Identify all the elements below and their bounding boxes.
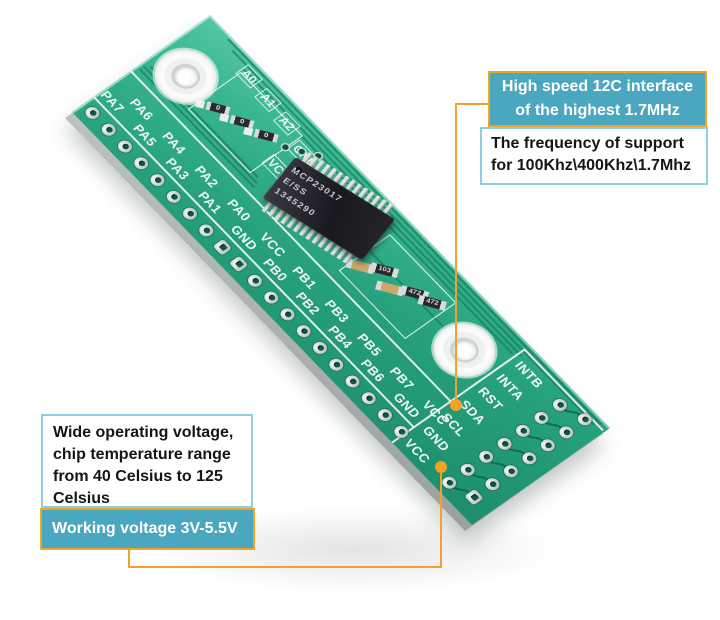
i2c-pin-column: SDA xyxy=(455,394,547,483)
leader-line-i2c xyxy=(455,103,488,105)
i2c-pin-column: RST xyxy=(473,381,565,470)
through-hole-pad xyxy=(163,188,184,206)
through-hole-pad xyxy=(115,138,135,155)
pcb-board: 0 0 0 A0A1A2GNDVCC PA7 PA6 xyxy=(72,14,610,526)
through-hole-pad xyxy=(375,406,395,424)
i2c-pin-column: SCL xyxy=(436,407,528,496)
voltage-callout-detail: Wide operating voltage, chip temperature… xyxy=(41,414,253,508)
through-hole-pad xyxy=(196,222,217,239)
through-hole-pad xyxy=(228,255,249,273)
through-hole-pad xyxy=(342,373,363,390)
leader-line-voltage xyxy=(128,566,442,568)
i2c-callout-highlight: High speed 12C interface of the highest … xyxy=(488,71,707,127)
leader-dot-voltage xyxy=(435,461,447,473)
through-hole-pad xyxy=(326,356,347,374)
through-hole-pad xyxy=(212,238,233,256)
i2c-pin-column: GND xyxy=(418,420,510,509)
through-hole-pad xyxy=(147,171,168,189)
through-hole-pad xyxy=(310,339,330,357)
through-hole-pad xyxy=(82,104,103,122)
leader-line-voltage xyxy=(440,467,442,568)
through-hole-pad xyxy=(358,389,379,407)
i2c-pin-column: VCC xyxy=(399,433,491,522)
through-hole-pad xyxy=(98,121,119,139)
through-hole-pad xyxy=(245,272,265,290)
jumper-pad xyxy=(243,126,254,136)
leader-line-voltage xyxy=(128,550,130,568)
jumper-pad xyxy=(219,112,230,122)
through-hole-pad xyxy=(131,154,152,172)
i2c-callout-detail: The frequency of support for 100Khz\400K… xyxy=(480,127,708,185)
smd-component-value: 103 xyxy=(377,265,392,275)
i2c-pin-column: INTB xyxy=(510,355,602,444)
smd-component-value: 472 xyxy=(425,297,440,308)
through-hole-pad xyxy=(391,423,412,441)
i2c-pin-column: INTA xyxy=(492,368,584,457)
through-hole-pad xyxy=(293,322,314,340)
through-hole-pad xyxy=(277,305,298,323)
leader-dot-i2c xyxy=(450,399,462,411)
voltage-callout-highlight: Working voltage 3V-5.5V xyxy=(40,508,255,550)
through-hole-pad xyxy=(180,205,200,223)
through-hole-pad xyxy=(261,289,282,306)
leader-line-i2c xyxy=(455,103,457,405)
